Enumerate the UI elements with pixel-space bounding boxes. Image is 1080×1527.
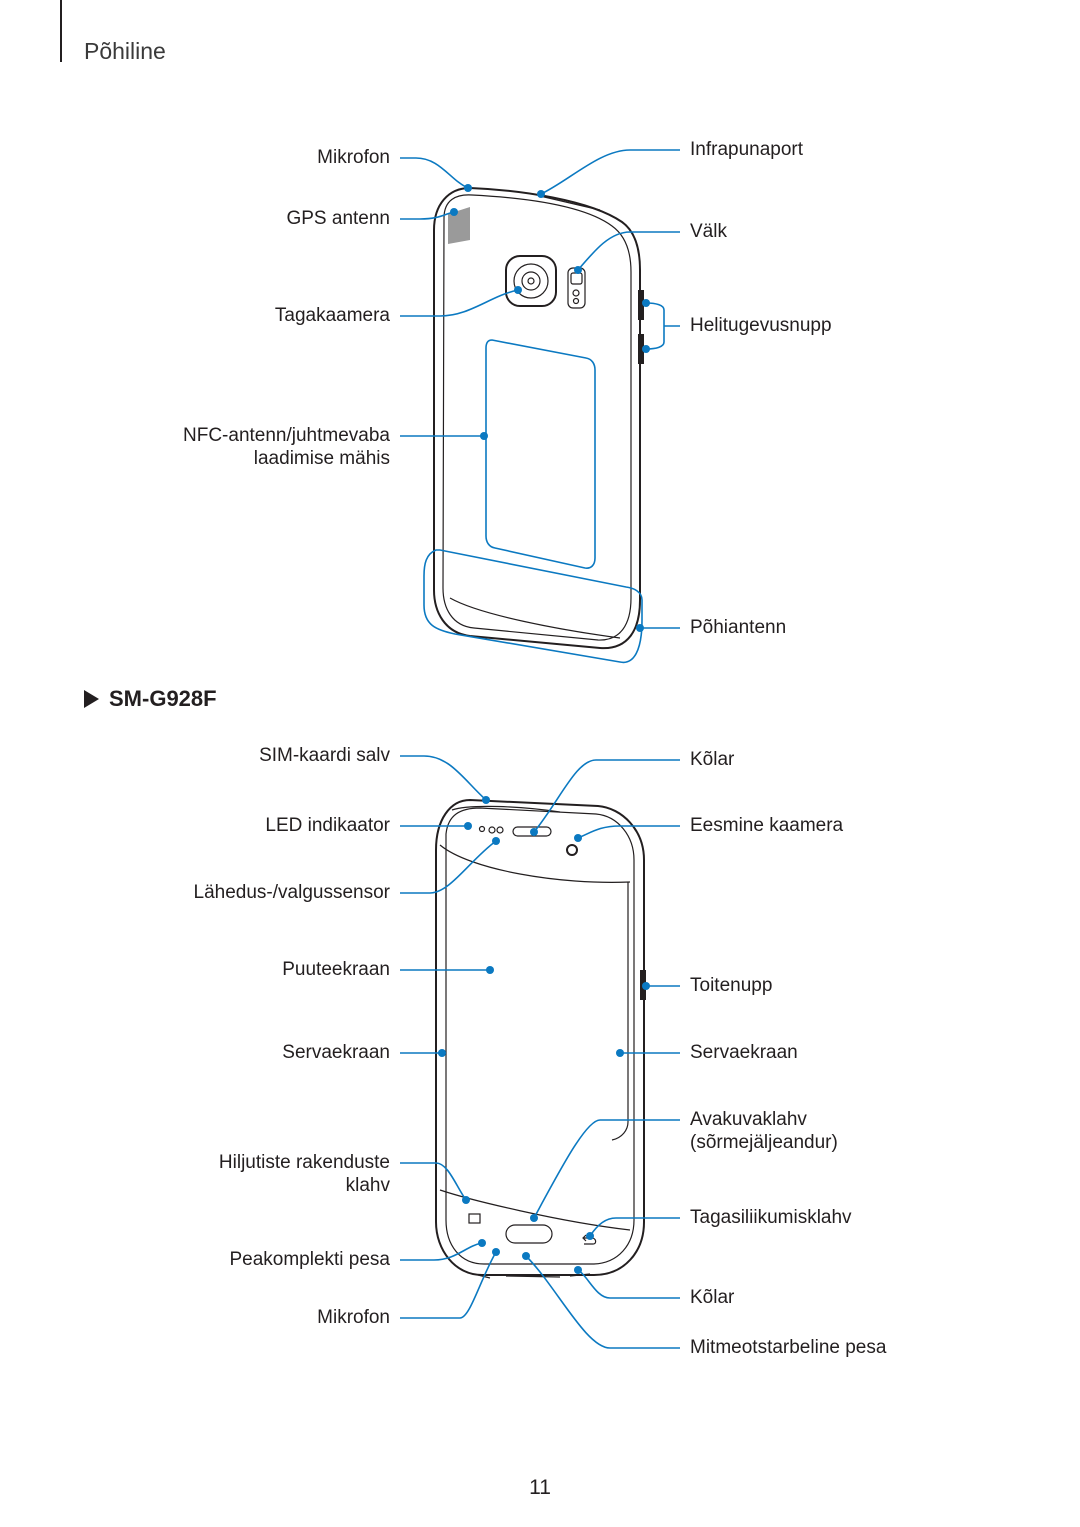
label-servaekraan-right: Servaekraan — [690, 1042, 798, 1063]
label-front-mikrofon: Mikrofon — [317, 1307, 390, 1328]
label-tagakaamera: Tagakaamera — [274, 305, 390, 326]
back-callouts — [400, 149, 680, 632]
label-valk: Välk — [690, 221, 727, 242]
label-eesmine-kaamera: Eesmine kaamera — [690, 815, 844, 836]
label-pohiantenn: Põhiantenn — [690, 617, 787, 638]
phone-front-illustration — [435, 798, 646, 1279]
model-name: SM-G928F — [109, 686, 217, 711]
phone-back-illustration — [423, 186, 644, 664]
label-toitenupp: Toitenupp — [690, 975, 773, 996]
chapter-marker — [60, 0, 62, 62]
page-number: 11 — [529, 1476, 551, 1499]
label-lahedus-sensor: Lähedus-/valgussensor — [193, 882, 390, 903]
model-heading: SM-G928F — [84, 686, 217, 712]
label-sim-kaardi-salv: SIM-kaardi salv — [259, 745, 390, 766]
label-peakomplekti-pesa: Peakomplekti pesa — [229, 1249, 390, 1270]
label-tagasiliikumisklahv: Tagasiliikumisklahv — [690, 1207, 852, 1228]
label-nfc-line2: laadimise mähis — [253, 448, 390, 469]
triangle-bullet-icon — [84, 690, 99, 708]
label-puuteekraan: Puuteekraan — [282, 959, 390, 980]
label-mitmeotstarbeline-pesa: Mitmeotstarbeline pesa — [690, 1337, 887, 1358]
label-kolar-bottom: Kõlar — [690, 1287, 735, 1308]
label-avakuvaklahv-line2: (sõrmejäljeandur) — [690, 1132, 838, 1153]
label-led-indikaator: LED indikaator — [265, 815, 390, 836]
front-callouts — [400, 755, 680, 1349]
chapter-title: Põhiline — [84, 38, 166, 64]
label-helitugevusnupp: Helitugevusnupp — [690, 315, 832, 336]
label-gps-antenn: GPS antenn — [286, 208, 390, 229]
label-hiljutiste-line2: klahv — [345, 1175, 390, 1196]
label-avakuvaklahv-line1: Avakuvaklahv — [690, 1109, 807, 1130]
label-kolar-top: Kõlar — [690, 749, 735, 770]
label-back-mikrofon: Mikrofon — [317, 147, 390, 168]
label-servaekraan-left: Servaekraan — [282, 1042, 390, 1063]
label-infrapunaport: Infrapunaport — [690, 139, 804, 160]
label-nfc-line1: NFC-antenn/juhtmevaba — [183, 425, 390, 446]
label-hiljutiste-line1: Hiljutiste rakenduste — [218, 1152, 390, 1173]
